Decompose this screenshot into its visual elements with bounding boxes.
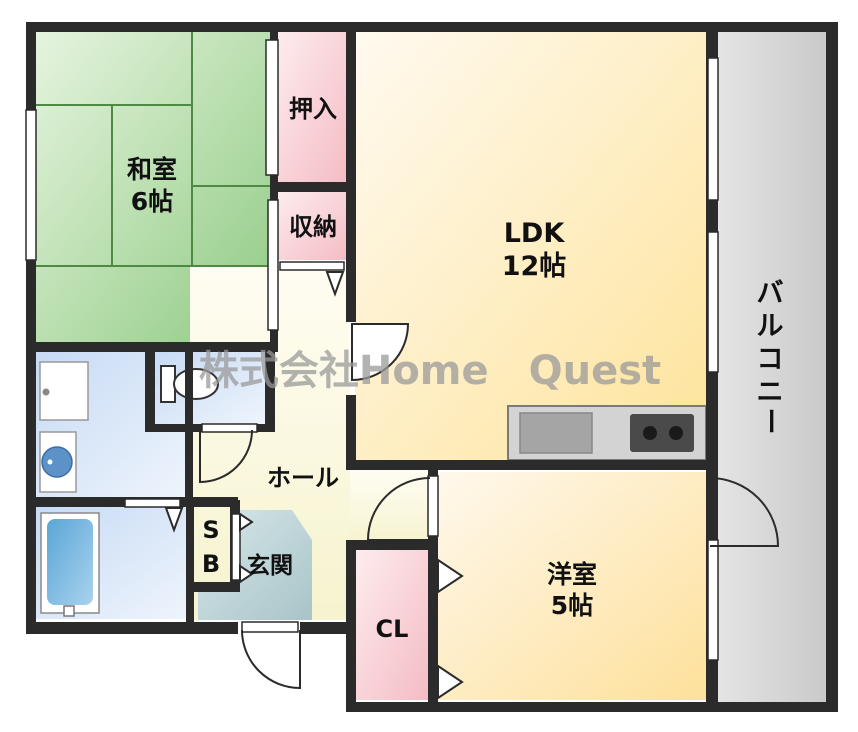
sb-door-arrow-bottom	[239, 564, 254, 584]
sink-icon	[519, 412, 593, 454]
washitsu-name: 和室	[127, 155, 177, 184]
sb-door-arrow-top	[239, 512, 254, 532]
ldk-door	[351, 323, 410, 382]
shuno-door-arrow	[325, 271, 345, 297]
genkan-label: 玄関	[247, 552, 293, 579]
ldk-floor	[355, 32, 707, 462]
ldk-size: 12帖	[502, 251, 567, 282]
genkan-floor	[198, 510, 312, 620]
balcony-door	[709, 477, 780, 547]
oshiire-label: 押入	[289, 95, 337, 123]
tatami-lines	[36, 32, 272, 267]
oshiire-floor	[278, 32, 348, 182]
balcony-char: ル	[757, 311, 784, 342]
bathtub-icon	[40, 512, 100, 617]
hall-label: ホール	[267, 464, 339, 492]
balcony-char: ニ	[757, 377, 784, 408]
toilet-door	[199, 429, 253, 484]
closet-door-arrow-bottom	[437, 664, 464, 700]
windows	[25, 39, 719, 661]
yoshitsu-size: 5帖	[551, 591, 593, 620]
balcony-char-bar: ー	[754, 408, 785, 435]
kitchen-counter	[507, 405, 707, 461]
doors	[164, 271, 780, 700]
stove-icon	[630, 414, 694, 452]
balcony-char: コ	[757, 344, 784, 375]
balcony-char: バ	[757, 278, 784, 309]
sb-label-top: S	[202, 516, 219, 544]
yoshitsu-floor	[438, 472, 708, 700]
closet-door-arrow-top	[437, 558, 464, 594]
shuno-floor	[278, 192, 348, 260]
entrance-door	[241, 629, 301, 690]
hall-door	[366, 477, 431, 541]
balcony-label: バ ル コ ニ ー	[754, 278, 785, 435]
closet-floor	[356, 550, 428, 700]
watermark: 株式会社Home Quest	[199, 348, 661, 394]
closet-label: CL	[376, 615, 409, 643]
balcony-floor	[718, 32, 830, 702]
washing-machine-icon	[39, 361, 89, 421]
sb-label-bottom: B	[202, 550, 220, 578]
bath-door-arrow	[164, 507, 184, 533]
shuno-label: 収納	[289, 213, 337, 241]
ldk-name: LDK	[504, 218, 566, 249]
yoshitsu-name: 洋室	[547, 560, 597, 589]
washbasin-icon	[39, 431, 77, 493]
hall-floor-lower	[350, 470, 438, 545]
washitsu-size: 6帖	[131, 187, 173, 216]
